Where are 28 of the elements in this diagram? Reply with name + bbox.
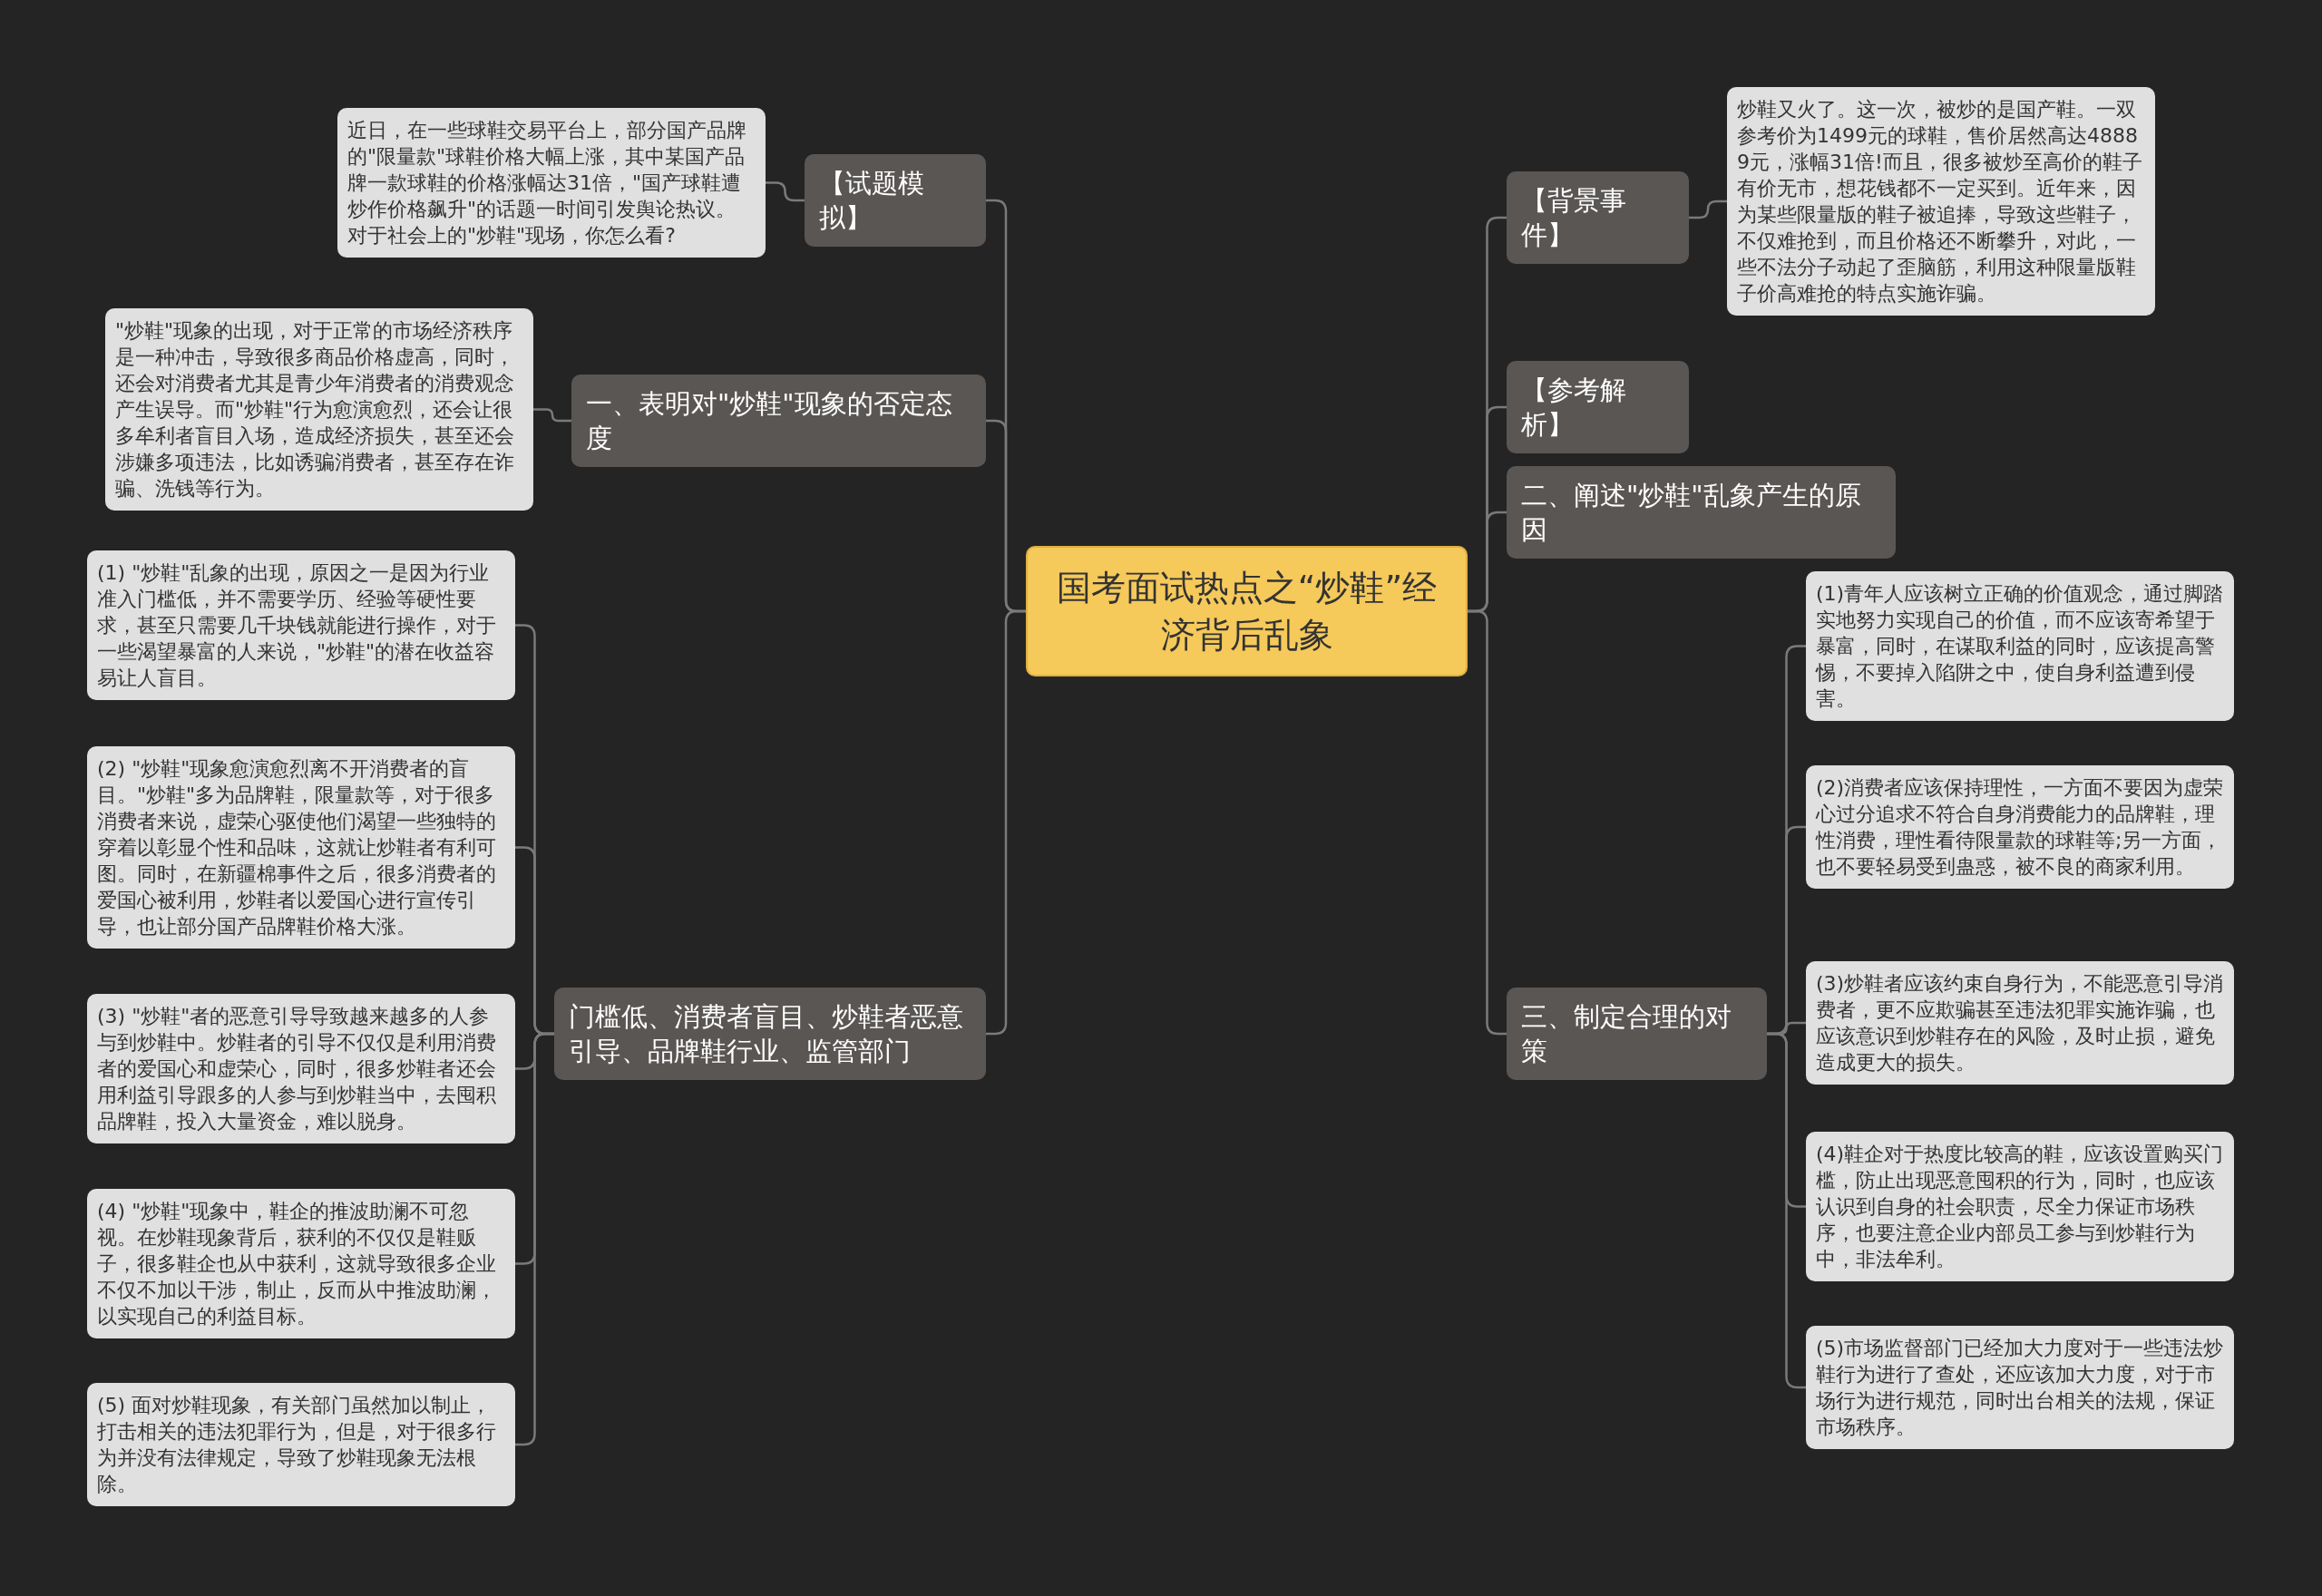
note-box: (4) "炒鞋"现象中，鞋企的推波助澜不可忽视。在炒鞋现象背后，获利的不仅仅是鞋贩子，很多鞋企也从中获利，这就导致很多企业不仅不加以干涉，制止，反而从中推波助澜，以实现自己的利益目标。 <box>87 1189 515 1338</box>
topic-box: 【参考解析】 <box>1507 361 1689 453</box>
connector-line <box>1689 200 1727 219</box>
topic-box: 二、阐述"炒鞋"乱象产生的原因 <box>1507 466 1896 559</box>
note-box: 炒鞋又火了。这一次，被炒的是国产鞋。一双参考价为1499元的球鞋，售价居然高达48889元，涨幅31倍!而且，很多被炒至高价的鞋子有价无市，想花钱都不一定买到。近年来，因为某些限量版的鞋子被追捧，导致这些鞋子，不仅难抢到，而且价格还不断攀升，对此，一些不法分子动起了歪脑筋，利用这种限量版鞋子价高难抢的特点实施诈骗。 <box>1727 87 2155 316</box>
connector-line <box>515 1032 554 1446</box>
connector-line <box>986 609 1026 1036</box>
topic-box: 三、制定合理的对策 <box>1507 988 1767 1080</box>
note-box: (4)鞋企对于热度比较高的鞋，应该设置购买门槛，防止出现恶意囤积的行为，同时，也应该认识到自身的社会职责，尽全力保证市场秩序，也要注意企业内部员工参与到炒鞋行为中，非法牟利。 <box>1806 1132 2234 1281</box>
note-box: (3)炒鞋者应该约束自身行为，不能恶意引导消费者，更不应欺骗甚至违法犯罪实施诈骗，也应该意识到炒鞋存在的风险，及时止损，避免造成更大的损失。 <box>1806 961 2234 1085</box>
topic-box: 一、表明对"炒鞋"现象的否定态度 <box>571 375 986 467</box>
note-box: (2)消费者应该保持理性，一方面不要因为虚荣心过分追求不符合自身消费能力的品牌鞋，理性消费，理性看待限量款的球鞋等;另一方面，也不要轻易受到蛊惑，被不良的商家利用。 <box>1806 765 2234 889</box>
note-box: (2) "炒鞋"现象愈演愈烈离不开消费者的盲目。"炒鞋"多为品牌鞋，限量款等，对于很多消费者来说，虚荣心驱使他们渴望一些独特的穿着以彰显个性和品味，这就让炒鞋者有利可图。同时，在新疆棉事件之后，很多消费者的爱国心被利用，炒鞋者以爱国心进行宣传引导，也让部分国产品牌鞋价格大涨。 <box>87 746 515 949</box>
note-box: (3) "炒鞋"者的恶意引导导致越来越多的人参与到炒鞋中。炒鞋者的引导不仅仅是利用消费者的爱国心和虚荣心，同时，很多炒鞋者还会用利益引导跟多的人参与到炒鞋当中，去囤积品牌鞋，投入大量资金，难以脱身。 <box>87 994 515 1143</box>
topic-box: 门槛低、消费者盲目、炒鞋者恶意引导、品牌鞋行业、监管部门 <box>554 988 986 1080</box>
note-box: (1)青年人应该树立正确的价值观念，通过脚踏实地努力实现自己的价值，而不应该寄希望于暴富，同时，在谋取利益的同时，应该提高警惕，不要掉入陷阱之中，使自身利益遭到侵害。 <box>1806 571 2234 721</box>
topic-box: 【背景事件】 <box>1507 171 1689 264</box>
central-topic-box: 国考面试热点之“炒鞋”经济背后乱象 <box>1026 546 1468 676</box>
note-box: "炒鞋"现象的出现，对于正常的市场经济秩序是一种冲击，导致很多商品价格虚高，同时，还会对消费者尤其是青少年消费者的消费观念产生误导。而"炒鞋"行为愈演愈烈，还会让很多牟利者盲目入场，造成经济损失，甚至还会涉嫌多项违法，比如诱骗消费者，甚至存在诈骗、洗钱等行为。 <box>105 308 533 511</box>
note-box: (5) 面对炒鞋现象，有关部门虽然加以制止，打击相关的违法犯罪行为，但是，对于很多行为并没有法律规定，导致了炒鞋现象无法根除。 <box>87 1383 515 1506</box>
note-box: (5)市场监督部门已经加大力度对于一些违法炒鞋行为进行了查处，还应该加大力度，对于市场行为进行规范，同时出台相关的法规，保证市场秩序。 <box>1806 1326 2234 1449</box>
connector-line <box>1767 1032 1806 1389</box>
note-box: (1) "炒鞋"乱象的出现，原因之一是因为行业准入门槛低，并不需要学历、经验等硬性要求，甚至只需要几千块钱就能进行操作，对于一些渴望暴富的人来说，"炒鞋"的潜在收益容易让人盲目。 <box>87 550 515 700</box>
connector-line <box>533 408 571 423</box>
connector-line <box>766 181 805 202</box>
topic-box: 【试题模拟】 <box>805 154 986 247</box>
note-box: 近日，在一些球鞋交易平台上，部分国产品牌的"限量款"球鞋价格大幅上涨，其中某国产品牌一款球鞋的价格涨幅达31倍，"国产球鞋遭炒作价格飙升"的话题一时间引发舆论热议。对于社会上的"炒鞋"现场，你怎么看? <box>337 108 766 258</box>
connector-line <box>1468 609 1507 1036</box>
